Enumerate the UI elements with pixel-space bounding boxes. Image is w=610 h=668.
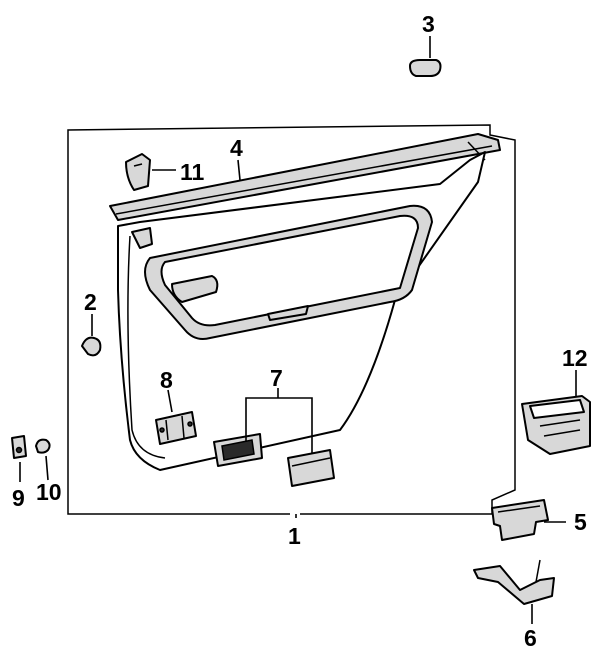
callout-7: 7 — [270, 365, 283, 391]
part-9-clip — [11, 435, 27, 459]
callout-10: 10 — [36, 479, 62, 505]
part-4-weatherstrip — [109, 133, 501, 221]
callout-8: 8 — [160, 367, 173, 393]
part-11-clip — [125, 153, 151, 191]
part-12-switch-assembly — [521, 395, 591, 455]
part-5-pocket — [491, 499, 549, 541]
part-1-door-trim-panel — [117, 151, 486, 471]
callout-4: 4 — [230, 135, 243, 161]
callout-5: 5 — [574, 509, 587, 535]
callout-2: 2 — [84, 289, 97, 315]
part-10-clip — [35, 438, 51, 454]
callout-3: 3 — [422, 11, 435, 37]
callout-11: 11 — [180, 159, 205, 185]
part-7-bezel-b — [287, 449, 335, 487]
part-3-cap — [409, 59, 442, 77]
part-8-bracket — [155, 411, 197, 445]
callout-1: 1 — [288, 523, 301, 549]
callout-12: 12 — [562, 345, 588, 371]
leader-lines — [19, 36, 577, 624]
callout-6: 6 — [524, 625, 537, 651]
part-7-bezel-a — [213, 433, 263, 467]
callout-9: 9 — [12, 485, 25, 511]
part-2-grommet — [81, 336, 102, 357]
part-6-bracket — [473, 559, 555, 605]
